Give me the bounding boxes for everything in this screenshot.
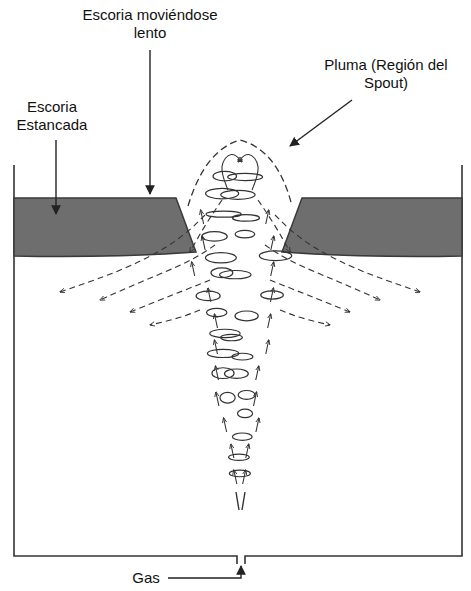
- recirculation-arrow: [190, 200, 222, 252]
- flow-arrow: [222, 154, 242, 190]
- flow-arrow: [271, 262, 274, 276]
- gas-bubble: [232, 353, 253, 360]
- leader-lines: [56, 50, 352, 578]
- flow-arrow: [202, 236, 205, 250]
- gas-bubble: [238, 391, 255, 400]
- flow-arrow: [246, 444, 249, 458]
- recirculation-arrow: [270, 280, 350, 312]
- gas-bubble: [235, 311, 258, 321]
- gas-jet: [236, 492, 245, 510]
- gas-bubble: [207, 308, 227, 316]
- flow-arrow: [214, 314, 217, 328]
- flow-arrow: [238, 154, 258, 190]
- gas-bubble: [205, 253, 236, 263]
- stagnant-slag: [282, 198, 462, 257]
- recirculation-arrow: [275, 215, 420, 292]
- recirculation-arrow: [100, 245, 215, 300]
- recirculation-arrow: [150, 310, 200, 325]
- flow-arrow: [208, 288, 211, 302]
- flow-arrow: [243, 470, 246, 484]
- gas-bubble: [224, 369, 248, 378]
- gas-bubble: [238, 409, 253, 417]
- flow-arrow: [270, 288, 273, 302]
- gas-bubble: [233, 215, 260, 221]
- recirculation-arrow: [60, 215, 205, 292]
- flow-arrow: [266, 340, 269, 354]
- callout-label: Escoria moviéndose lento: [80, 6, 220, 42]
- flow-arrow: [216, 392, 219, 406]
- flow-arrow: [254, 392, 257, 406]
- flow-field: [60, 154, 420, 484]
- flow-arrow: [215, 366, 218, 380]
- flow-arrow: [214, 340, 217, 354]
- recirculation-arrow: [130, 280, 210, 312]
- flow-arrow: [192, 262, 195, 276]
- gas-bubble: [207, 349, 238, 357]
- gas-bubble: [232, 433, 252, 440]
- flow-arrow: [268, 314, 271, 328]
- stagnant-slag: [14, 198, 196, 257]
- gas-bubble: [202, 232, 227, 241]
- leader-line: [149, 50, 150, 194]
- recirculation-arrow: [280, 310, 330, 325]
- flow-arrow: [256, 366, 259, 380]
- leader-line: [290, 100, 352, 146]
- callout-label: Gas: [126, 569, 166, 587]
- gas-bubble: [235, 230, 255, 238]
- gas-bubble: [206, 188, 239, 198]
- flow-arrow: [224, 418, 227, 432]
- flow-arrow: [271, 236, 274, 250]
- gas-bubble: [211, 268, 233, 278]
- gas-bubble: [210, 329, 240, 337]
- flow-arrow: [234, 470, 237, 484]
- callout-label: Pluma (Región del Spout): [311, 56, 461, 92]
- flow-arrow: [231, 444, 234, 458]
- recirculation-arrow: [265, 245, 380, 300]
- leader-line: [168, 566, 241, 578]
- flow-arrow: [256, 418, 259, 432]
- plume-outline: [188, 140, 292, 206]
- leader-line: [55, 140, 56, 214]
- gas-bubble: [220, 392, 235, 403]
- vessel-outline: [14, 165, 462, 564]
- recirculation-arrow: [258, 200, 290, 252]
- gas-bubble: [229, 470, 250, 477]
- callout-label: Escoria Estancada: [11, 98, 93, 134]
- gas-bubble: [196, 291, 220, 300]
